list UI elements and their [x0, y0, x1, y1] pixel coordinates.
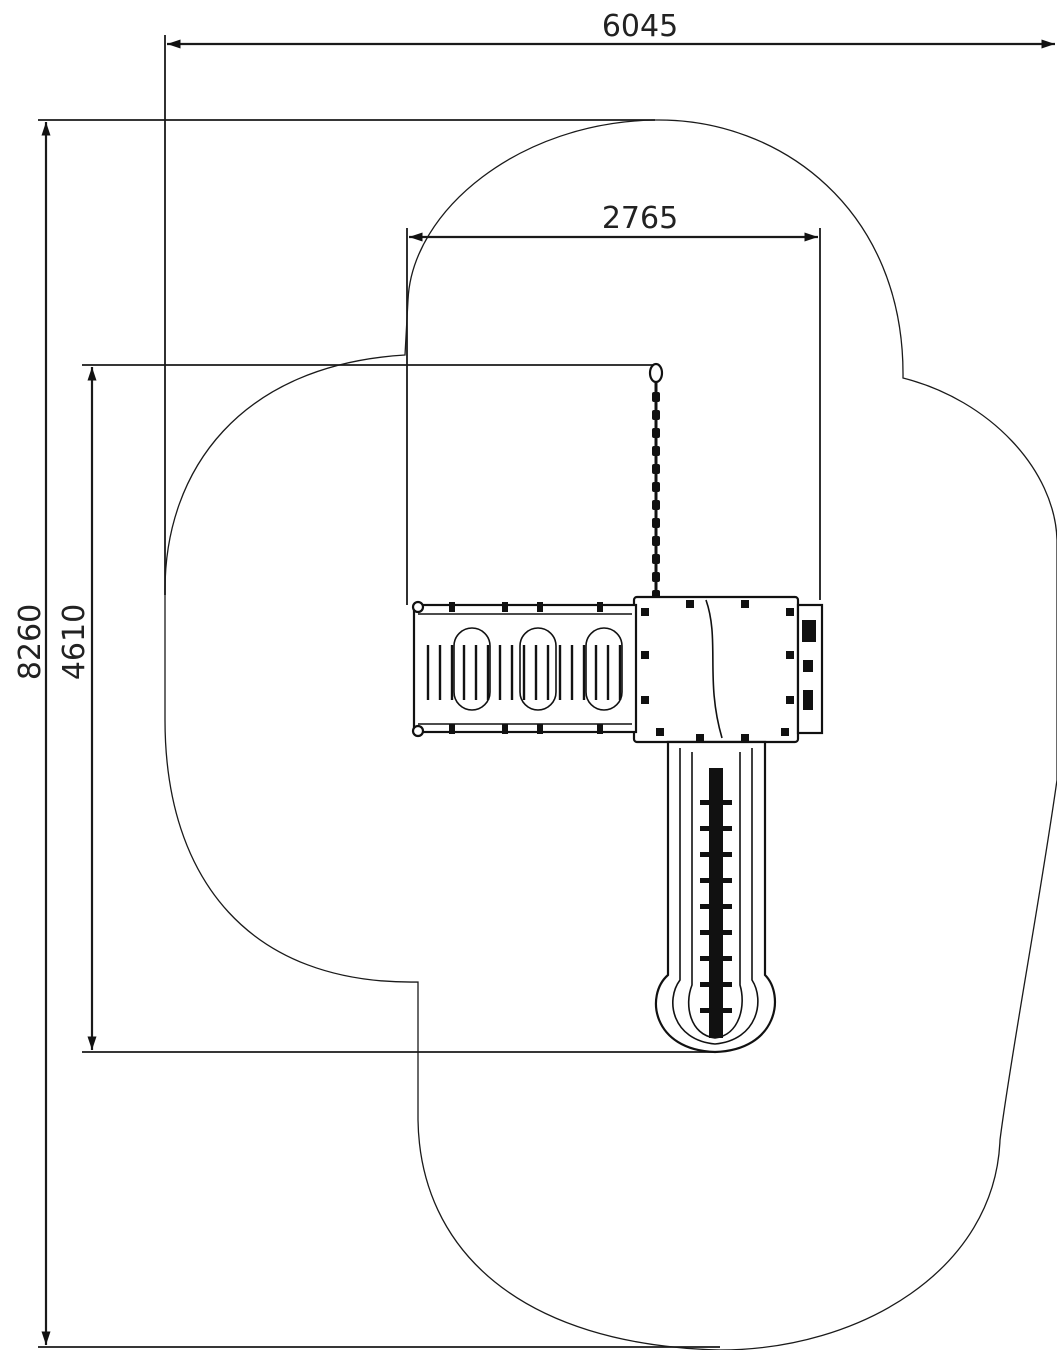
ladder-bridge: [411, 600, 638, 738]
tower-bolt: [786, 608, 794, 616]
platform-tower: [632, 595, 824, 744]
slide-rib: [700, 982, 732, 987]
bridge-post: [502, 602, 508, 612]
tower-bolt: [741, 734, 749, 742]
bridge-post: [449, 602, 455, 612]
tower-bolt: [786, 651, 794, 659]
tower-bolt: [641, 651, 649, 659]
tower-bolt: [656, 728, 664, 736]
dimension-equipment-depth: 4610: [57, 364, 715, 1053]
slide-rib: [700, 904, 732, 909]
dimension-label-4610: 4610: [57, 604, 92, 680]
dimension-overall-depth: 8260: [13, 119, 720, 1348]
chain-link: [652, 464, 660, 474]
tower-bolt: [781, 728, 789, 736]
chain-link: [652, 518, 660, 528]
tower-bolt: [696, 734, 704, 742]
dimension-label-8260: 8260: [13, 604, 48, 680]
dimension-label-2765: 2765: [602, 201, 678, 236]
tower-bolt: [786, 696, 794, 704]
chain-link: [652, 572, 660, 582]
bridge-post: [449, 724, 455, 734]
bridge-post: [502, 724, 508, 734]
chain-link: [652, 392, 660, 402]
dimension-label-6045: 6045: [602, 9, 678, 44]
slide-rib: [700, 852, 732, 857]
chain-link: [652, 500, 660, 510]
slide-rib: [700, 930, 732, 935]
slide: [654, 740, 777, 1054]
climbing-chain: [648, 362, 664, 600]
dimension-overall-width: 6045: [164, 9, 1055, 595]
bridge-post: [537, 724, 543, 734]
chain-link: [652, 554, 660, 564]
safety-zone-outline: [164, 119, 1057, 1350]
chain-link: [652, 428, 660, 438]
chain-link: [652, 536, 660, 546]
slide-rib: [700, 826, 732, 831]
bridge-post: [537, 602, 543, 612]
dimension-equipment-width: 2765: [406, 201, 821, 605]
slide-rib: [700, 1008, 732, 1013]
tower-bolt: [641, 608, 649, 616]
chain-link: [652, 446, 660, 456]
tower-bolt: [641, 696, 649, 704]
bridge-post: [597, 724, 603, 734]
slide-rib: [700, 956, 732, 961]
slide-rib: [700, 878, 732, 883]
tower-bolt: [686, 600, 694, 608]
chain-link: [652, 482, 660, 492]
slide-rib: [700, 800, 732, 805]
tower-bolt: [741, 600, 749, 608]
bridge-post: [597, 602, 603, 612]
chain-link: [652, 410, 660, 420]
